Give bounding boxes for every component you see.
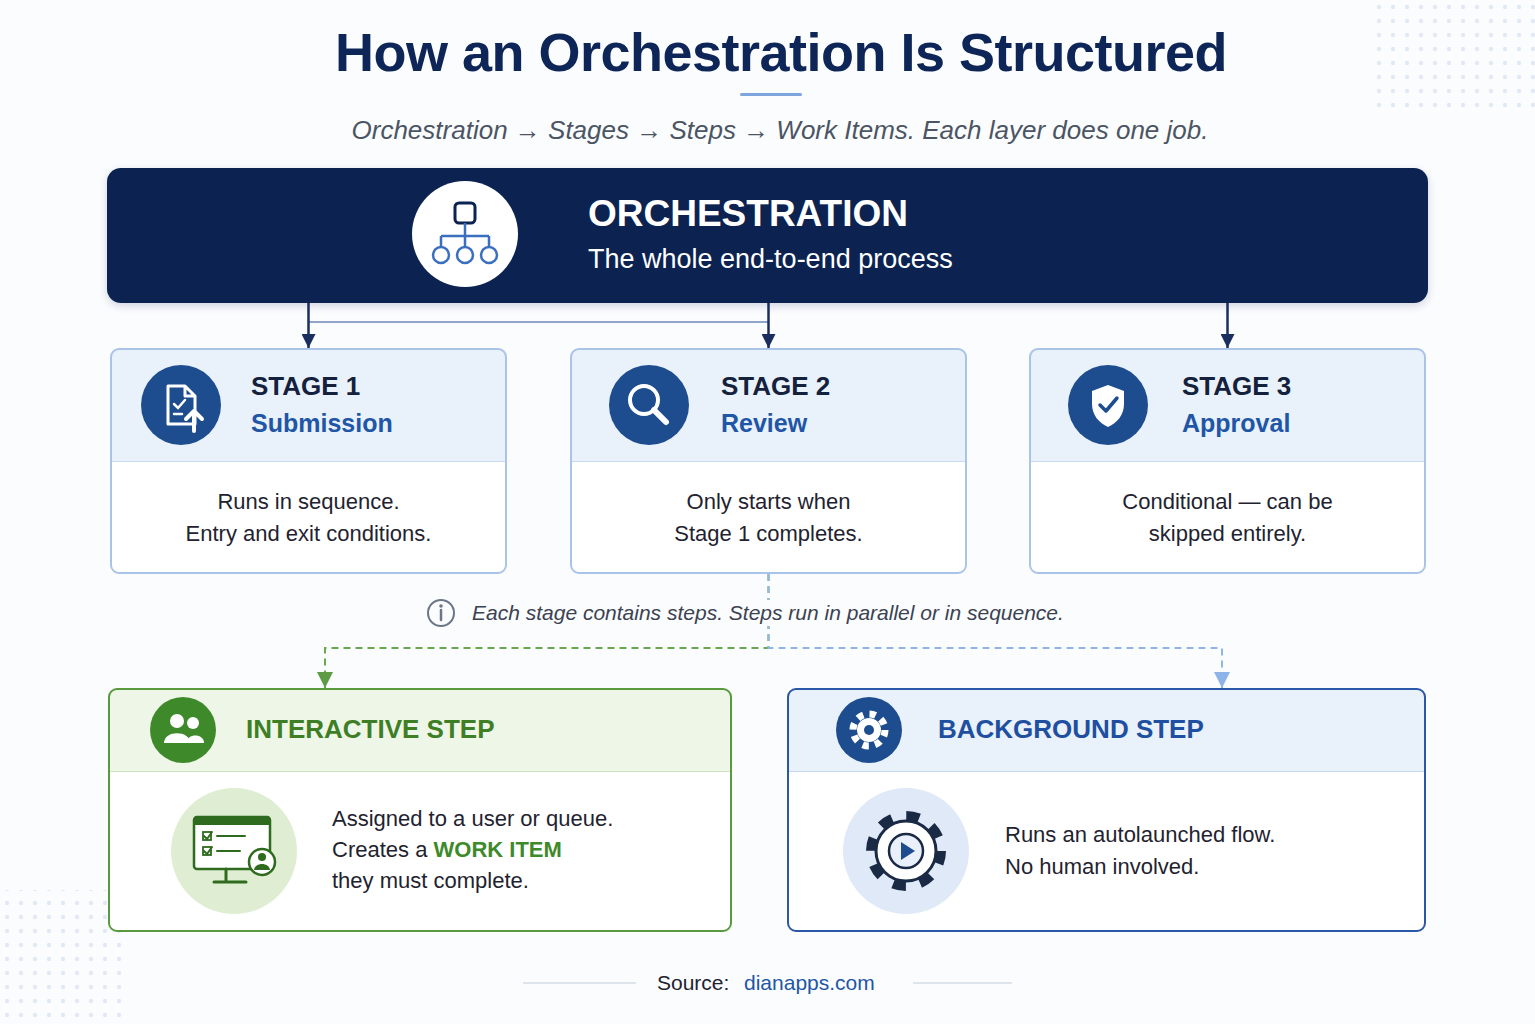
interactive-step-box: INTERACTIVE STEP Assigned to a user or qu…	[108, 688, 732, 932]
background-step-box: BACKGROUND STEP Runs an autolaunched flow…	[787, 688, 1426, 932]
text-block: STAGE 2	[721, 371, 830, 402]
band-heading: ORCHESTRATION	[588, 193, 908, 234]
stage-description: Entry and exit conditions.	[186, 521, 432, 546]
band-subtitle: The whole end-to-end process	[588, 244, 953, 274]
stage-description: Conditional — can be skipped entirely.	[1122, 489, 1332, 546]
title-underline	[740, 93, 802, 96]
stage-description: Only starts when Stage 1 completes.	[674, 489, 862, 546]
text-block: Review	[721, 408, 807, 438]
dot-grid	[1375, 0, 1535, 110]
connector-arrow	[769, 574, 1223, 688]
info-icon	[428, 600, 454, 626]
orchestration-band: ORCHESTRATION The whole end-to-end proces…	[107, 168, 1428, 303]
text-block: STAGE 3	[1182, 371, 1291, 402]
text-block: Entry and exit conditions.	[112, 518, 505, 550]
step-description: they must complete.	[332, 865, 642, 896]
source-link: dianapps.com	[744, 970, 875, 996]
text-block: Conditional — can be skipped entirely.	[1105, 486, 1350, 550]
text-block: Runs an autolaunched flow. No human invo…	[1005, 819, 1295, 883]
stage-name: Submission	[251, 409, 393, 437]
info-note: Each stage contains steps. Steps run in …	[466, 600, 1070, 626]
source-label: Source:	[657, 970, 729, 996]
step-heading: BACKGROUND STEP	[938, 714, 1204, 744]
text-block: ORCHESTRATION	[588, 192, 908, 236]
dot-grid	[0, 890, 125, 1024]
stage-box: STAGE 3 ApprovalConditional — can be skip…	[1029, 348, 1426, 574]
text-block: Approval	[1182, 408, 1290, 438]
stage-number: STAGE 1	[251, 371, 360, 401]
stage-box: STAGE 2 ReviewOnly starts when Stage 1 co…	[570, 348, 967, 574]
stage-number: STAGE 2	[721, 371, 830, 401]
step-description: WORK ITEM	[434, 837, 562, 862]
text-block: BACKGROUND STEP	[938, 714, 1204, 745]
step-description: Runs an autolaunched flow. No human invo…	[1005, 822, 1275, 879]
subtitle: Orchestration → Stages → Steps → Work It…	[20, 114, 1535, 146]
connector-arrow	[1226, 303, 1229, 348]
text-block: The whole end-to-end process	[588, 244, 953, 274]
text-block: INTERACTIVE STEP	[246, 714, 494, 745]
text-block: STAGE 1	[251, 371, 360, 402]
step-heading: INTERACTIVE STEP	[246, 714, 494, 744]
text-block: Assigned to a user or queue. Creates a W…	[332, 803, 642, 896]
stage-box: STAGE 1 SubmissionRuns in sequence. Entry …	[110, 348, 507, 574]
connector-arrow	[767, 303, 770, 348]
info-icon	[439, 604, 443, 608]
stage-name: Approval	[1182, 409, 1290, 437]
text-block: Runs in sequence.	[112, 486, 505, 518]
stage-description: Runs in sequence.	[217, 489, 399, 514]
stage-number: STAGE 3	[1182, 371, 1291, 401]
stage-name: Review	[721, 409, 807, 437]
connector-arrow	[325, 574, 769, 688]
text-block: Only starts when Stage 1 completes.	[666, 486, 871, 550]
info-icon	[440, 610, 443, 620]
diagram-title: How an Orchestration Is Structured	[25, 20, 1535, 84]
connector-arrow	[307, 303, 310, 348]
text-block: Submission	[251, 408, 393, 438]
branch-line	[309, 321, 768, 323]
